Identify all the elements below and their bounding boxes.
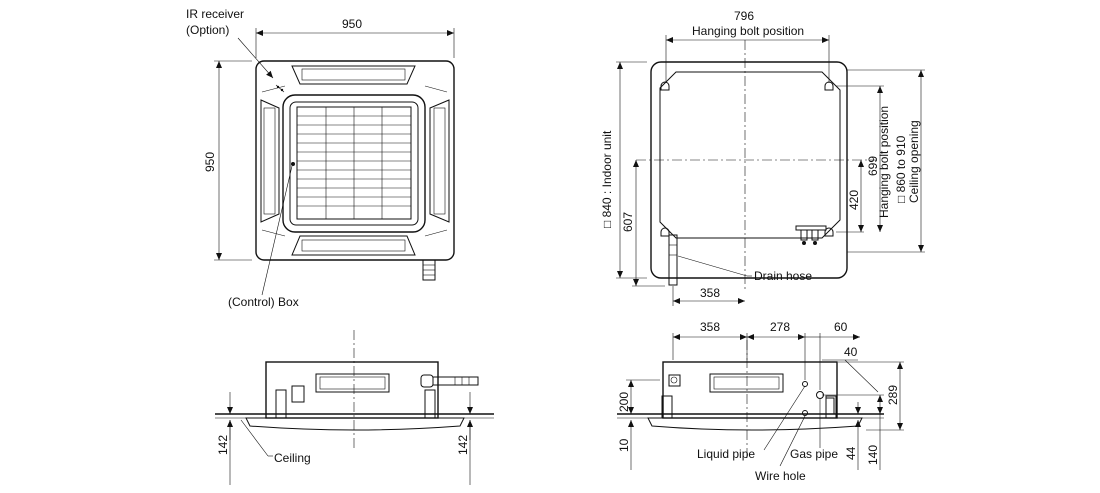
bolt-position-label: Hanging bolt position	[692, 24, 804, 38]
dim-right-10: 10	[617, 438, 631, 452]
liquid-pipe-label: Liquid pipe	[697, 447, 755, 461]
drain-hose	[668, 234, 678, 286]
side-view-left: 142 142 Ceiling	[215, 330, 494, 485]
dim-right-44: 44	[844, 446, 858, 460]
dim-bolt-height: 699	[866, 156, 880, 176]
dim-top-height: 950	[203, 152, 217, 172]
dim-side-right-142: 142	[456, 435, 470, 455]
unit-body	[659, 71, 841, 239]
control-box-point	[291, 162, 295, 166]
side-pipes	[802, 381, 835, 416]
dim-drain-horizontal: 358	[700, 286, 720, 300]
ceiling-opening-label: Ceiling opening	[907, 120, 921, 203]
wire-hole-label: Wire hole	[755, 469, 806, 483]
louvers	[260, 65, 450, 256]
ceiling-label: Ceiling	[274, 451, 311, 465]
side-drain-pipe	[420, 374, 479, 388]
drain-hose-label: Drain hose	[754, 269, 812, 283]
ir-receiver-label-2: (Option)	[186, 23, 229, 37]
dim-right-289: 289	[886, 385, 900, 405]
top-view-left: 950 950 IR receiver (Option) (Control) B…	[186, 7, 455, 309]
ir-receiver-label-1: IR receiver	[186, 7, 244, 21]
indoor-unit-outline	[650, 61, 848, 279]
pipe-connectors	[795, 225, 827, 245]
ir-receiver-icon	[275, 84, 285, 93]
gas-pipe-label: Gas pipe	[790, 447, 838, 461]
dim-right-358: 358	[700, 320, 720, 334]
drain-stub	[422, 259, 436, 281]
dim-right-60: 60	[834, 320, 848, 334]
side-panel-right	[647, 417, 863, 431]
dim-top-width: 950	[342, 17, 362, 31]
side-body-right	[662, 361, 838, 419]
panel-outline	[255, 60, 455, 261]
side-panel-left	[245, 417, 465, 431]
side-view-right: 358 278 60 40 289 140 44 200 10 Liquid p…	[617, 320, 904, 483]
indoor-unit-label: □ 840 : Indoor unit	[600, 130, 614, 228]
control-box-label: (Control) Box	[228, 295, 299, 309]
top-view-right: 796 Hanging bolt position □ 840 : Indoor…	[600, 9, 925, 306]
grille-frame	[282, 94, 426, 233]
dim-pipe-vertical: 420	[847, 190, 861, 210]
dim-bolt-width: 796	[734, 9, 754, 23]
ceiling-opening-size: □ 860 to 910	[894, 135, 908, 203]
dim-side-left-142: 142	[216, 435, 230, 455]
hanging-bolt-hooks	[660, 81, 834, 237]
dim-right-140: 140	[866, 445, 880, 465]
bolt-position-label-vertical: Hanging bolt position	[877, 106, 891, 218]
dim-drain-vertical: 607	[621, 212, 635, 232]
dim-right-200: 200	[617, 392, 631, 412]
air-inlet-grille	[296, 106, 412, 220]
dim-right-278: 278	[770, 320, 790, 334]
dim-right-40: 40	[844, 345, 858, 359]
